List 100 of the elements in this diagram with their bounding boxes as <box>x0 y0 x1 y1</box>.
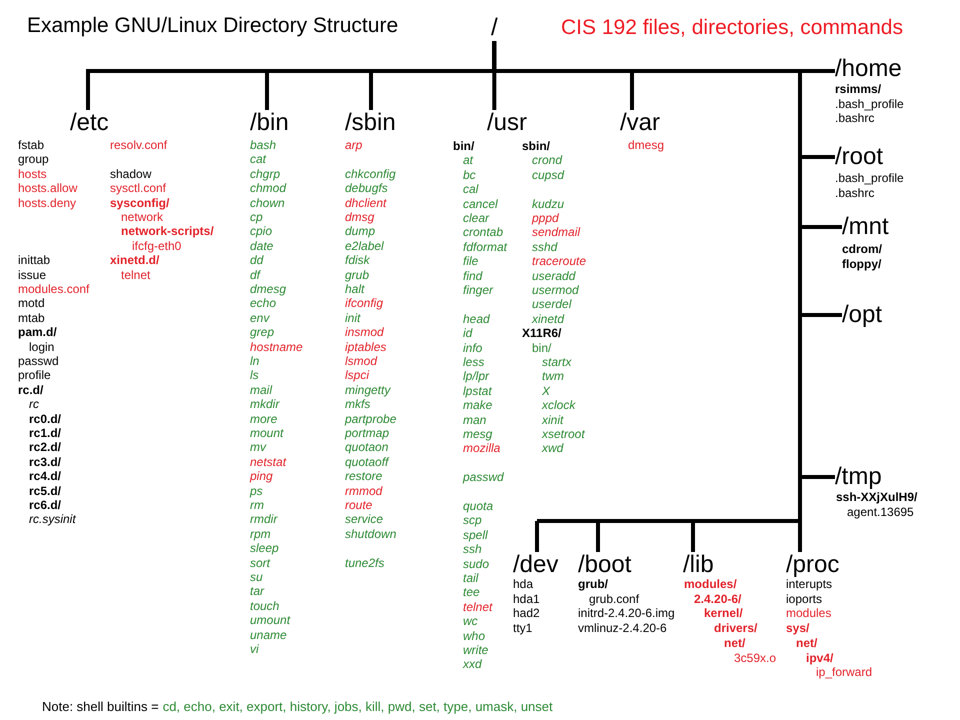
command-name: sort <box>250 556 270 570</box>
command-name: cupsd <box>532 168 564 182</box>
file-name: had2 <box>513 606 540 622</box>
directory-name: rc5.d/ <box>29 484 62 498</box>
connector-line <box>691 521 695 552</box>
command-name: rmdir <box>250 512 278 527</box>
command-name: crond <box>532 153 562 168</box>
command-name: ln <box>250 354 260 368</box>
directory-name: rc0.d/ <box>29 412 62 426</box>
command-name: ls <box>250 368 259 383</box>
command-name: telnet <box>463 600 492 614</box>
command-name: man <box>463 412 486 427</box>
directory-name: floppy/ <box>842 256 882 271</box>
command-name: env <box>250 310 270 326</box>
command-name: mail <box>250 382 272 398</box>
directory-name: rsimms/ <box>835 82 882 96</box>
directory-name: X11R6/ <box>522 326 562 341</box>
directory-name: net/ <box>724 636 746 650</box>
command-name: touch <box>250 598 280 614</box>
command-name: lpstat <box>463 384 492 398</box>
connector-line <box>798 521 802 552</box>
file-name: .bashrc <box>835 111 874 126</box>
connector-line <box>535 521 539 552</box>
command-name: make <box>463 398 492 413</box>
command-name: wc <box>463 614 478 629</box>
command-list: cd, echo, exit, export, history, jobs, kill, pwd, set, type, umask, unset <box>162 698 553 715</box>
command-name: rpm <box>250 526 271 542</box>
command-name: sendmail <box>532 225 580 240</box>
command-name: tail <box>463 571 478 586</box>
directory-heading: /root <box>835 144 884 170</box>
file-name: group <box>18 152 49 167</box>
command-name: uname <box>250 628 287 642</box>
subtitle-text: CIS 192 files, directories, commands <box>561 15 903 40</box>
command-name: netstat <box>250 454 286 470</box>
command-name: ping <box>250 469 273 484</box>
command-name: shutdown <box>345 526 396 542</box>
command-name: e2label <box>345 238 384 254</box>
command-name: cal <box>463 182 478 197</box>
script-name: rc <box>29 397 39 412</box>
command-name: more <box>250 412 278 426</box>
directory-name: rc3.d/ <box>29 454 62 470</box>
command-name: ifconfig <box>345 296 384 311</box>
directory-name: sys/ <box>786 621 810 636</box>
command-name: ps <box>250 484 263 498</box>
file-name: hda <box>513 577 534 592</box>
command-name: halt <box>345 282 364 296</box>
file-name: telnet <box>121 268 150 282</box>
file-name: motd <box>18 296 45 311</box>
directory-heading: /lib <box>683 552 714 578</box>
directory-heading: /proc <box>786 552 840 578</box>
command-name: lspci <box>345 368 370 383</box>
command-name: dump <box>345 224 376 239</box>
file-name: grub.conf <box>589 592 640 606</box>
command-name: scp <box>463 513 482 528</box>
file-name: shadow <box>110 166 152 182</box>
command-name: useradd <box>532 268 576 283</box>
file-name: mtab <box>18 310 45 326</box>
command-name: X <box>542 384 550 398</box>
command-name: id <box>463 326 472 341</box>
directory-heading: /boot <box>578 552 632 578</box>
command-name: restore <box>345 469 382 484</box>
command-name: mingetty <box>345 382 390 398</box>
directory-heading: /home <box>835 56 902 82</box>
file-name: ip_forward <box>816 665 872 680</box>
directory-name: rc.d/ <box>18 382 44 398</box>
command-name: vi <box>250 642 259 656</box>
directory-heading: /etc <box>70 110 109 136</box>
command-name: kudzu <box>532 196 564 211</box>
directory-heading: /opt <box>842 302 882 328</box>
command-name: tee <box>463 585 480 600</box>
directory-name: bin/ <box>532 340 552 355</box>
directory-name: rc4.d/ <box>29 469 62 484</box>
directory-name: sysconfig/ <box>110 196 170 210</box>
command-name: find <box>463 268 482 283</box>
command-name: passwd <box>463 470 504 485</box>
command-name: head <box>463 312 490 326</box>
file-name: ioports <box>786 592 822 606</box>
file-name: interupts <box>786 577 832 592</box>
directory-name: cdrom/ <box>842 242 882 256</box>
command-name: mkdir <box>250 397 280 412</box>
command-name: startx <box>542 355 572 370</box>
command-name: twm <box>542 369 564 384</box>
command-name: less <box>463 355 484 370</box>
directory-name: drivers/ <box>714 621 758 636</box>
command-name: init <box>345 310 360 326</box>
directory-heading: / <box>491 15 498 41</box>
command-name: quotaoff <box>345 454 388 470</box>
directory-heading: /bin <box>250 110 289 136</box>
file-name: resolv.conf <box>110 138 168 152</box>
file-name: initrd-2.4.20-6.img <box>578 606 675 622</box>
file-name: passwd <box>18 354 59 368</box>
command-name: service <box>345 512 384 527</box>
command-name: write <box>463 643 488 658</box>
directory-heading: /usr <box>487 110 528 136</box>
command-name: who <box>463 628 486 643</box>
directory-name: net/ <box>796 636 818 650</box>
command-name: dd <box>250 253 264 268</box>
file-name: hosts.deny <box>18 196 76 210</box>
command-name: crontab <box>463 225 504 240</box>
directory-heading: /mnt <box>842 214 889 240</box>
